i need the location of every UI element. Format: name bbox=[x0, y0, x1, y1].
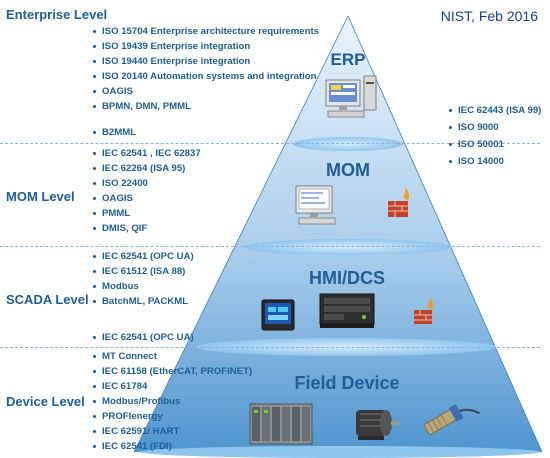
tier-title-mom: MOM bbox=[326, 160, 370, 180]
standard-item: DMIS, QIF bbox=[92, 222, 201, 235]
standard-item: IEC 62541 (OPC UA) bbox=[92, 250, 194, 263]
level-label-enterprise: Enterprise Level bbox=[6, 7, 108, 22]
standard-item: PROFIenergy bbox=[92, 410, 252, 423]
standard-item: IEC 62591/ HART bbox=[92, 425, 252, 438]
desktop-computer-icon bbox=[295, 185, 336, 225]
cross-level-standards-list: IEC 62443 (ISA 99) ISO 9000 ISO 50001 IS… bbox=[448, 104, 541, 168]
tier-title-hmi-dcs: HMI/DCS bbox=[309, 268, 385, 288]
enterprise-standards-list-extra: B2MML bbox=[92, 126, 136, 139]
proximity-sensor-icon bbox=[423, 404, 480, 435]
standard-item: BatchML, PACKML bbox=[92, 295, 194, 308]
plc-modules-icon bbox=[249, 403, 313, 445]
hmi-panel-icon bbox=[261, 299, 295, 331]
standard-item: B2MML bbox=[92, 126, 136, 139]
pyramid-band-2 bbox=[244, 239, 452, 255]
standard-item: MT Connect bbox=[92, 350, 252, 363]
source-note: NIST, Feb 2016 bbox=[440, 8, 538, 24]
server-rack-icon bbox=[319, 293, 375, 328]
pyramid-band-1 bbox=[293, 137, 403, 151]
standard-item: ISO 19439 Enterprise integration bbox=[92, 40, 319, 53]
standard-item: IEC 61512 (ISA 88) bbox=[92, 265, 194, 278]
level-divider bbox=[0, 347, 540, 348]
pyramid-left-edge bbox=[133, 15, 349, 453]
standard-item: Modbus bbox=[92, 280, 194, 293]
level-label-device: Device Level bbox=[6, 394, 85, 409]
standard-item: BPMN, DMN, PMML bbox=[92, 100, 319, 113]
motor-icon bbox=[356, 410, 399, 440]
standard-item: PMML bbox=[92, 207, 201, 220]
level-divider bbox=[0, 143, 540, 144]
firewall-icon bbox=[414, 297, 433, 324]
pyramid-right-edge bbox=[347, 15, 543, 453]
standard-item: IEC 61784 bbox=[92, 380, 252, 393]
scada-standards-list: IEC 62541 (OPC UA) IEC 61512 (ISA 88) Mo… bbox=[92, 250, 194, 308]
tier-title-erp: ERP bbox=[330, 50, 366, 69]
standard-item: OAGIS bbox=[92, 85, 319, 98]
mom-standards-list: IEC 62541 , IEC 62837 IEC 62264 (ISA 95)… bbox=[92, 147, 201, 235]
standard-item: IEC 62541 (FDI) bbox=[92, 440, 252, 453]
standard-item: Modbus/Profibus bbox=[92, 395, 252, 408]
standard-item: ISO 19440 Enterprise integration bbox=[92, 55, 319, 68]
standard-item: IEC 61158 (EtherCAT, PROFINET) bbox=[92, 365, 252, 378]
standard-item: ISO 50001 bbox=[448, 138, 541, 151]
standard-item: IEC 62443 (ISA 99) bbox=[448, 104, 541, 117]
standard-item: ISO 15704 Enterprise architecture requir… bbox=[92, 25, 319, 38]
standard-item: IEC 62541 (OPC UA) bbox=[92, 331, 194, 344]
standard-item: ISO 14000 bbox=[448, 155, 541, 168]
desktop-computer-icon bbox=[325, 75, 377, 118]
firewall-icon bbox=[388, 187, 409, 217]
level-label-mom: MOM Level bbox=[6, 189, 75, 204]
standard-item: OAGIS bbox=[92, 192, 201, 205]
standard-item: IEC 62264 (ISA 95) bbox=[92, 162, 201, 175]
pyramid-base-band bbox=[140, 446, 540, 458]
scada-standards-list-extra: IEC 62541 (OPC UA) bbox=[92, 331, 194, 344]
level-label-scada: SCADA Level bbox=[6, 292, 89, 307]
standard-item: ISO 22400 bbox=[92, 177, 201, 190]
enterprise-standards-list: ISO 15704 Enterprise architecture requir… bbox=[92, 25, 319, 113]
tier-title-field-device: Field Device bbox=[294, 373, 400, 393]
standard-item: ISO 9000 bbox=[448, 121, 541, 134]
standard-item: ISO 20140 Automation systems and integra… bbox=[92, 70, 319, 83]
standard-item: IEC 62541 , IEC 62837 bbox=[92, 147, 201, 160]
level-divider bbox=[0, 246, 540, 247]
device-standards-list: MT Connect IEC 61158 (EtherCAT, PROFINET… bbox=[92, 350, 252, 453]
